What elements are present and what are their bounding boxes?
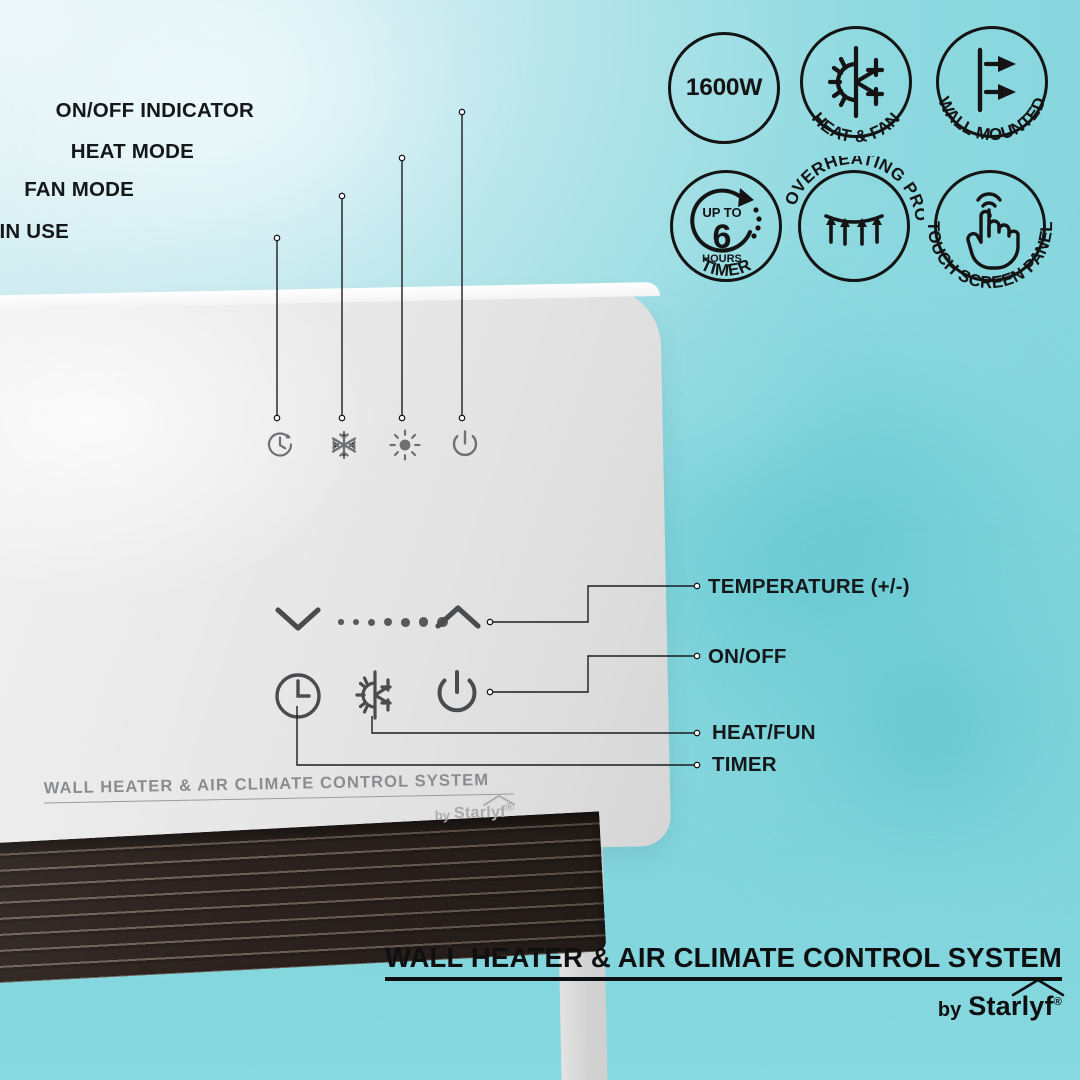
clock-icon bbox=[263, 428, 297, 462]
callout-temperature: TEMPERATURE (+/-) bbox=[708, 575, 910, 598]
level-dot bbox=[338, 619, 344, 625]
feature-badge-grid: 1600W HEAT & FAN bbox=[660, 18, 1072, 310]
wall-mount-icon bbox=[936, 26, 1048, 138]
callout-on-off: ON/OFF bbox=[708, 645, 787, 668]
callout-on-off-indicator: ON/OFF INDICATOR bbox=[55, 99, 254, 122]
level-dot bbox=[383, 618, 392, 627]
heat-fan-mode-button[interactable] bbox=[348, 668, 402, 722]
banner-brand-name: Starlyf® bbox=[968, 978, 1065, 1022]
temperature-up-button[interactable] bbox=[432, 600, 484, 636]
heater-print-brand: by Starlyf® bbox=[44, 794, 516, 830]
roof-icon bbox=[1011, 978, 1065, 997]
banner-by-label: by bbox=[937, 999, 962, 1021]
svg-text:HEAT & FAN: HEAT & FAN bbox=[808, 109, 904, 147]
badge-ring bbox=[670, 170, 782, 282]
badge-power-1600w: 1600W bbox=[668, 32, 780, 144]
badge-touch-screen-panel: TOUCH SCREEN PANEL bbox=[924, 170, 1056, 292]
temperature-down-button[interactable] bbox=[272, 600, 324, 636]
power-button-icon[interactable] bbox=[428, 666, 486, 724]
timer-6h-icon: UP TO 6 HOURS bbox=[670, 170, 782, 282]
sun-snowflake-icon bbox=[800, 26, 912, 138]
level-dot bbox=[418, 617, 429, 627]
svg-text:TIMER: TIMER bbox=[698, 255, 754, 280]
badge-arc-text: TOUCH SCREEN PANEL bbox=[920, 156, 1060, 296]
badge-arc-text: OVERHEATING PROTECTION bbox=[784, 156, 924, 296]
badge-ring bbox=[798, 170, 910, 282]
badge-timer: UP TO 6 HOURS TIMER bbox=[670, 170, 782, 282]
callout-heat-mode: HEAT MODE bbox=[70, 140, 194, 163]
badge-ring bbox=[668, 32, 780, 144]
badge-arc-text: WALL MOUNTED bbox=[922, 12, 1062, 152]
timer-button[interactable] bbox=[272, 668, 324, 722]
badge-ring bbox=[936, 26, 1048, 138]
level-dot bbox=[367, 618, 375, 626]
badge-ring bbox=[800, 26, 912, 138]
sun-icon bbox=[388, 428, 422, 462]
level-dot bbox=[352, 619, 359, 626]
banner-brand: by Starlyf® bbox=[385, 978, 1065, 1022]
svg-text:6: 6 bbox=[713, 218, 732, 256]
badge-heat-and-fan: HEAT & FAN bbox=[800, 26, 912, 146]
heater-print-by: by bbox=[434, 808, 451, 824]
svg-text:WALL MOUNTED: WALL MOUNTED bbox=[934, 94, 1050, 144]
callout-timer-in-use: TIMER IN USE bbox=[0, 220, 69, 243]
roof-icon bbox=[483, 794, 516, 806]
callout-heat-fun: HEAT/FUN bbox=[712, 721, 816, 744]
heater-print-brandname: Starlyf® bbox=[454, 794, 516, 822]
power-icon bbox=[448, 428, 482, 462]
svg-text:TOUCH SCREEN PANEL: TOUCH SCREEN PANEL bbox=[924, 221, 1056, 292]
svg-text:OVERHEATING PROTECTION: OVERHEATING PROTECTION bbox=[784, 156, 924, 223]
banner-product-title: WALL HEATER & AIR CLIMATE CONTROL SYSTEM bbox=[384, 942, 1062, 981]
level-dot bbox=[400, 617, 410, 627]
heater-printed-branding: WALL HEATER & AIR CLIMATE CONTROL SYSTEM… bbox=[43, 770, 516, 830]
svg-text:HOURS: HOURS bbox=[702, 253, 742, 265]
bottom-banner: WALL HEATER & AIR CLIMATE CONTROL SYSTEM… bbox=[384, 942, 1065, 1022]
callout-fan-mode: FAN MODE bbox=[24, 178, 134, 201]
heat-rise-icon bbox=[798, 170, 910, 282]
badge-arc-text: HEAT & FAN bbox=[786, 12, 926, 152]
badge-ring bbox=[934, 170, 1046, 282]
callout-timer: TIMER bbox=[712, 753, 777, 776]
badge-arc-text: TIMER bbox=[656, 156, 796, 296]
badge-overheating-protection: OVERHEATING PROTECTION bbox=[784, 156, 924, 282]
badge-power-label: 1600W bbox=[685, 74, 763, 101]
snowflake-icon bbox=[327, 428, 361, 462]
touch-hand-icon bbox=[934, 170, 1046, 282]
svg-text:UP TO: UP TO bbox=[702, 205, 741, 220]
badge-wall-mounted: WALL MOUNTED bbox=[934, 26, 1049, 144]
